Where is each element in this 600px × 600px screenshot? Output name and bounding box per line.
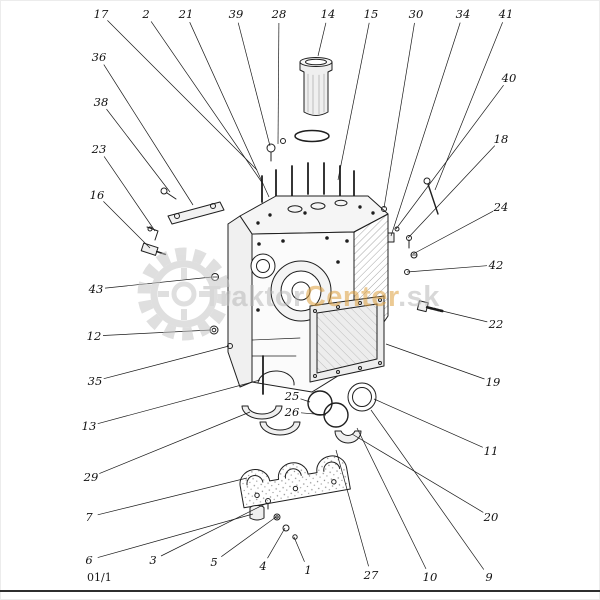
bottom-small-parts	[249, 498, 298, 540]
leader-line-41	[434, 22, 503, 191]
leader-line-20	[351, 433, 484, 513]
leader-line-27	[335, 449, 369, 567]
page-number: 01/1	[87, 571, 112, 584]
leader-line-40	[395, 84, 504, 230]
leader-line-13	[97, 379, 261, 425]
leader-line-25	[300, 398, 311, 403]
leader-lines	[97, 20, 504, 570]
leader-line-1	[293, 536, 305, 562]
leader-line-10	[356, 427, 427, 570]
leader-line-38	[106, 108, 171, 193]
leader-line-9	[370, 409, 485, 570]
leader-line-28	[277, 22, 280, 145]
leader-line-16	[103, 201, 151, 249]
rings	[307, 390, 349, 428]
thrust-half-ring	[334, 430, 362, 444]
leader-line-21	[189, 22, 270, 198]
leader-line-5	[221, 516, 277, 557]
leader-line-7	[97, 477, 248, 516]
leader-line-34	[390, 22, 461, 237]
leader-line-19	[385, 343, 485, 380]
leader-line-24	[412, 210, 494, 255]
leader-line-36	[103, 64, 194, 206]
leader-line-23	[103, 156, 156, 232]
watermark-text: TraktorCenter.sk	[203, 281, 440, 313]
watermark-segment: Traktor	[203, 281, 305, 313]
deck-openings	[256, 199, 375, 225]
main-bearing-caps	[239, 455, 351, 509]
watermark: TraktorCenter.sk	[137, 247, 440, 341]
small-top-parts	[266, 138, 286, 162]
bottom-rule	[0, 590, 600, 592]
leader-line-4	[267, 527, 286, 559]
bearing-shells	[241, 405, 301, 436]
leader-line-18	[407, 145, 496, 239]
leader-line-30	[383, 22, 415, 209]
leader-line-6	[97, 513, 254, 558]
leader-line-14	[317, 22, 327, 57]
leader-line-15	[337, 22, 370, 181]
leader-line-26	[300, 412, 327, 416]
bearing-ring	[347, 382, 377, 412]
leader-line-17	[107, 20, 258, 171]
side-cover-plate	[309, 295, 385, 383]
watermark-segment: Center	[305, 281, 399, 313]
leader-line-42	[406, 265, 488, 273]
watermark-segment: .sk	[398, 281, 440, 313]
leader-line-3	[160, 502, 268, 557]
leader-line-2	[150, 21, 264, 185]
liner-seal-ring	[294, 129, 330, 143]
leader-line-11	[373, 398, 483, 448]
leader-line-12	[102, 329, 212, 336]
left-small-parts	[140, 187, 233, 349]
leader-line-22	[429, 307, 488, 323]
cylinder-liner	[299, 57, 333, 116]
leader-line-35	[103, 345, 230, 380]
leader-line-29	[99, 411, 251, 474]
gear-icon	[137, 247, 231, 341]
leader-line-39	[237, 22, 271, 147]
